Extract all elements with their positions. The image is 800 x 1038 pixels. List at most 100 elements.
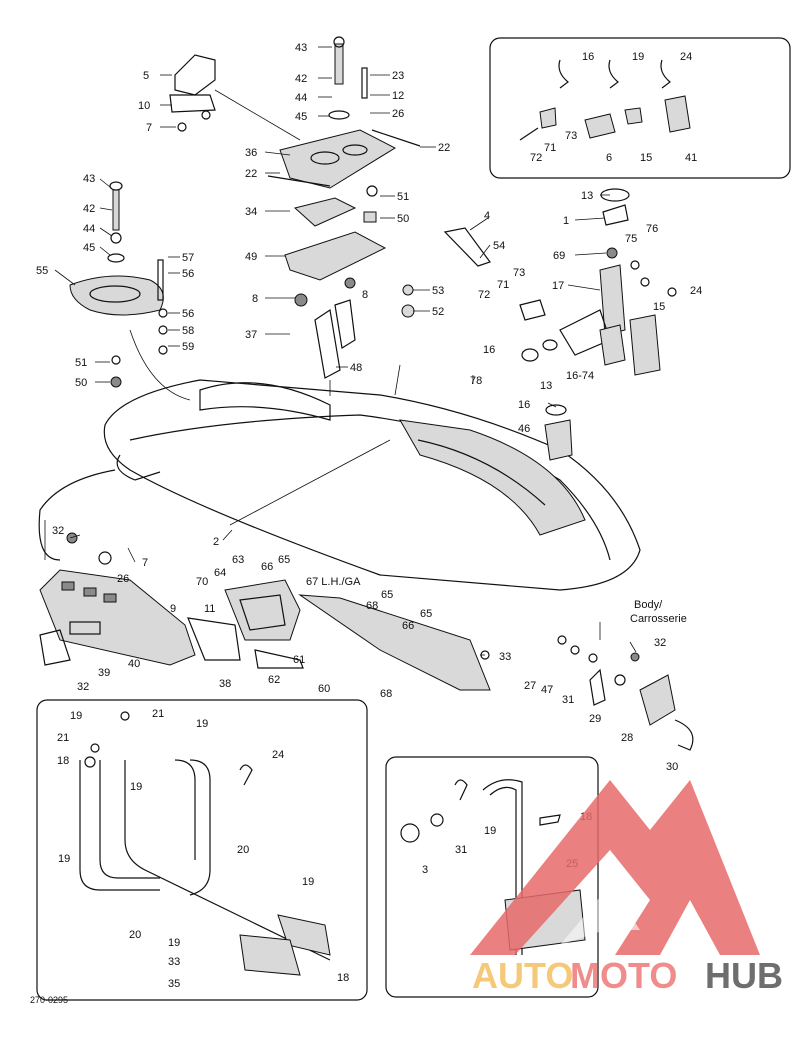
callout: 73: [513, 267, 525, 279]
callout: 24: [680, 51, 692, 63]
callout: 22: [438, 142, 450, 154]
callout: 66: [402, 620, 414, 632]
callout: 69: [553, 250, 565, 262]
callout: 19: [632, 51, 644, 63]
callout: 6: [606, 152, 612, 164]
callout: 41: [685, 152, 697, 164]
callout: 44: [83, 223, 95, 235]
callout: 33: [168, 956, 180, 968]
callout: 46: [518, 423, 530, 435]
callout: 20: [129, 929, 141, 941]
watermark-text-moto: MOTO: [570, 955, 677, 996]
callout: 38: [219, 678, 231, 690]
handle-grip-assembly: [69, 181, 191, 401]
callout: 36: [245, 147, 257, 159]
callout: 68: [380, 688, 392, 700]
callout: 19: [70, 710, 82, 722]
callout: 75: [625, 233, 637, 245]
callout: 47: [541, 684, 553, 696]
callout: 55: [36, 265, 48, 277]
callout: 78: [470, 375, 482, 387]
callout: 7: [142, 557, 148, 569]
callout: 18: [57, 755, 69, 767]
callout: 51: [75, 357, 87, 369]
callout-labels: 43 42 44 45 23 12 26 5 10 7 36 22 22 51 …: [30, 42, 702, 1005]
callout: 13: [581, 190, 593, 202]
callout: 68: [366, 600, 378, 612]
callout: 16: [582, 51, 594, 63]
inset-fasteners-parts: [519, 59, 691, 141]
callout: 71: [544, 142, 556, 154]
callout: 43: [295, 42, 307, 54]
callout: 16: [518, 399, 530, 411]
callout: 70: [196, 576, 208, 588]
callout: 31: [455, 844, 467, 856]
callout: 22: [245, 168, 257, 180]
callout: 52: [432, 306, 444, 318]
callout: 8: [252, 293, 258, 305]
callout: 44: [295, 92, 307, 104]
callout: 16-74: [566, 370, 594, 382]
callout: 58: [182, 325, 194, 337]
callout: 42: [83, 203, 95, 215]
callout: 35: [168, 978, 180, 990]
callout: 24: [272, 749, 284, 761]
callout: Body/: [634, 599, 663, 611]
watermark-logo: [470, 780, 760, 955]
callout: 63: [232, 554, 244, 566]
callout: 15: [653, 301, 665, 313]
callout: 49: [245, 251, 257, 263]
callout: 67 L.H./GA: [306, 576, 361, 588]
callout: 61: [293, 654, 305, 666]
callout: 19: [196, 718, 208, 730]
callout: 45: [295, 111, 307, 123]
callout: 72: [530, 152, 542, 164]
callout: 71: [497, 279, 509, 291]
callout: 19: [168, 937, 180, 949]
diagram-code: 270-0295: [30, 995, 68, 1005]
callout: 19: [484, 825, 496, 837]
callout: 2: [213, 536, 219, 548]
callout: 17: [552, 280, 564, 292]
callout: 7: [146, 122, 152, 134]
callout: 32: [654, 637, 666, 649]
inset-box-tow-pole: [385, 756, 599, 998]
callout: 64: [214, 567, 226, 579]
watermark-text-hub: HUB: [705, 955, 783, 996]
inset-box-handle-bar: [36, 699, 368, 1001]
callout: 1: [563, 215, 569, 227]
callout: 19: [58, 853, 70, 865]
storage-cover-assembly: [169, 36, 421, 396]
callout: 11: [204, 603, 215, 615]
callout: 19: [302, 876, 314, 888]
callout: 24: [690, 285, 702, 297]
inset-box-fasteners: [489, 37, 791, 179]
callout: 76: [646, 223, 658, 235]
callout: 51: [397, 191, 409, 203]
side-panels: [39, 532, 491, 691]
watermark-logo-icon: [470, 780, 760, 955]
callout: 13: [540, 380, 552, 392]
callout: 73: [565, 130, 577, 142]
callout: 32: [77, 681, 89, 693]
callout: 26: [117, 573, 129, 585]
callout: 16: [483, 344, 495, 356]
callout: 21: [57, 732, 69, 744]
callout: 60: [318, 683, 330, 695]
callout: 9: [170, 603, 176, 615]
callout: 12: [392, 90, 404, 102]
callout: 20: [237, 844, 249, 856]
callout: 10: [138, 100, 150, 112]
callout: 48: [350, 362, 362, 374]
watermark-text-auto: AUTO: [472, 955, 573, 996]
callout: 28: [621, 732, 633, 744]
leader-lines: [54, 46, 637, 656]
rear-bracket: [557, 635, 694, 751]
hull-body: [38, 364, 641, 591]
handle-bar-parts: [79, 711, 331, 976]
callout: 31: [562, 694, 574, 706]
callout: 72: [478, 289, 490, 301]
callout: 33: [499, 651, 511, 663]
callout: 66: [261, 561, 273, 573]
